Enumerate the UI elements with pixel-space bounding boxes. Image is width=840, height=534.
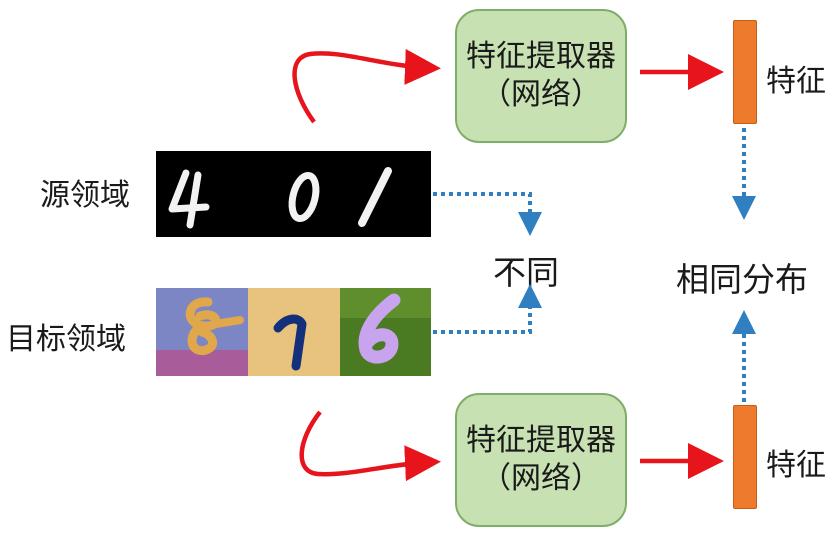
- target-difference-dotted-arrow: [433, 292, 530, 332]
- target-to-extractor-arrow: [302, 412, 432, 474]
- source-to-extractor-arrow: [295, 53, 432, 122]
- source-difference-dotted-arrow: [433, 194, 530, 228]
